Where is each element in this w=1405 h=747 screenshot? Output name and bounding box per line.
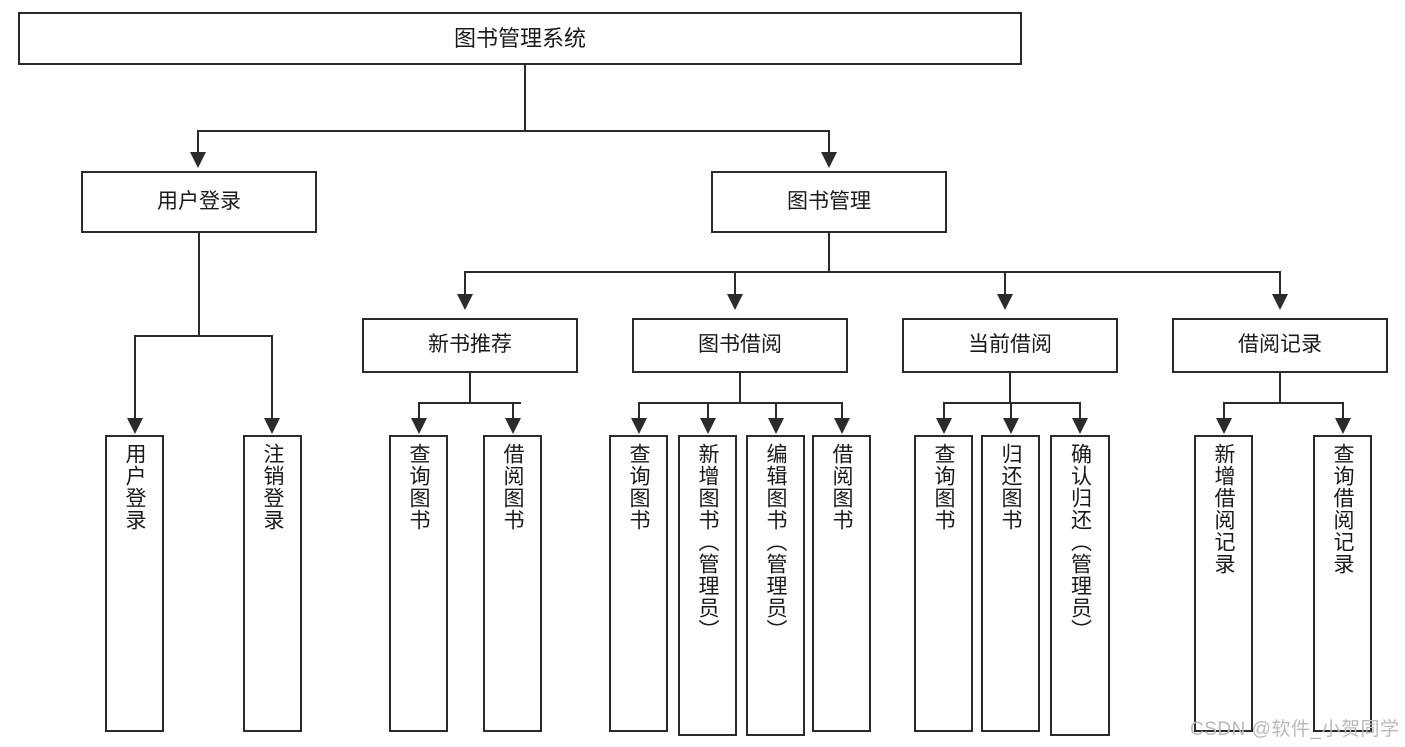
csdn-watermark: CSDN @软件_小贺同学 xyxy=(1190,719,1400,740)
connector-current-borrow-to-leaf-3 xyxy=(1079,402,1081,418)
node-label: 注销登录 xyxy=(261,443,284,531)
node-label: 图书管理 xyxy=(787,189,871,213)
connector-root-stem xyxy=(524,65,526,131)
node-leaf-add-borrow-record[interactable]: 新增借阅记录 xyxy=(1194,435,1253,732)
connector-bm-to-borrow-record xyxy=(1279,271,1281,294)
connector-user-login-bus xyxy=(134,335,272,337)
arrow-new-book-to-leaf-1 xyxy=(411,418,427,434)
arrow-book-borrow-to-leaf-2 xyxy=(700,418,716,434)
connector-new-book-stem xyxy=(469,373,471,403)
node-label: 查询图书 xyxy=(932,443,955,531)
connector-book-management-bus xyxy=(464,271,1280,273)
node-book-management[interactable]: 图书管理 xyxy=(711,171,947,233)
node-current-borrow[interactable]: 当前借阅 xyxy=(902,318,1118,373)
connector-borrow-record-to-leaf-1 xyxy=(1223,402,1225,418)
arrow-borrow-record-to-leaf-2 xyxy=(1335,418,1351,434)
arrow-root-to-book-management xyxy=(821,152,837,168)
node-leaf-borrow-book-2[interactable]: 借阅图书 xyxy=(812,435,871,732)
node-root-book-management-system[interactable]: 图书管理系统 xyxy=(18,12,1022,65)
node-label: 图书借阅 xyxy=(698,333,782,357)
node-label: 新增借阅记录 xyxy=(1212,443,1235,575)
connector-root-bus xyxy=(197,130,829,132)
connector-borrow-record-to-leaf-2 xyxy=(1342,402,1344,418)
node-label: 借阅图书 xyxy=(830,443,853,531)
connector-user-login-to-leaf-2 xyxy=(271,335,273,418)
node-book-borrow[interactable]: 图书借阅 xyxy=(632,318,848,373)
node-label: 新增图书（管理员） xyxy=(696,443,719,641)
node-label: 查询图书 xyxy=(627,443,650,531)
arrow-bm-to-current-borrow xyxy=(997,294,1013,310)
node-label: 新书推荐 xyxy=(428,333,512,357)
connector-current-borrow-to-leaf-2 xyxy=(1010,402,1012,418)
node-label: 查询借阅记录 xyxy=(1331,443,1354,575)
connector-book-borrow-stem xyxy=(739,373,741,403)
node-leaf-borrow-book-1[interactable]: 借阅图书 xyxy=(483,435,542,732)
node-borrow-record[interactable]: 借阅记录 xyxy=(1172,318,1388,373)
connector-book-management-stem xyxy=(828,233,830,272)
arrow-borrow-record-to-leaf-1 xyxy=(1216,418,1232,434)
connector-new-book-bus xyxy=(418,402,521,404)
connector-new-book-to-leaf-1 xyxy=(418,402,420,418)
node-leaf-return-book[interactable]: 归还图书 xyxy=(981,435,1040,732)
arrow-user-login-to-leaf-2 xyxy=(264,418,280,434)
node-label: 归还图书 xyxy=(999,443,1022,531)
arrow-book-borrow-to-leaf-3 xyxy=(768,418,784,434)
connector-book-borrow-to-leaf-1 xyxy=(638,402,640,418)
connector-borrow-record-bus xyxy=(1223,402,1343,404)
connector-current-borrow-to-leaf-1 xyxy=(943,402,945,418)
arrow-current-borrow-to-leaf-1 xyxy=(936,418,952,434)
node-leaf-query-book-1[interactable]: 查询图书 xyxy=(389,435,448,732)
node-leaf-edit-book-admin[interactable]: 编辑图书（管理员） xyxy=(746,435,805,736)
node-user-login[interactable]: 用户登录 xyxy=(81,171,317,233)
node-new-book-recommend[interactable]: 新书推荐 xyxy=(362,318,578,373)
node-label: 查询图书 xyxy=(407,443,430,531)
node-leaf-query-borrow-record[interactable]: 查询借阅记录 xyxy=(1313,435,1372,732)
node-leaf-user-login[interactable]: 用户登录 xyxy=(105,435,164,732)
node-label: 借阅记录 xyxy=(1238,333,1322,357)
node-label: 借阅图书 xyxy=(501,443,524,531)
connector-new-book-to-leaf-2 xyxy=(512,402,514,418)
node-label: 用户登录 xyxy=(157,189,241,213)
node-label: 编辑图书（管理员） xyxy=(764,443,787,641)
arrow-current-borrow-to-leaf-3 xyxy=(1072,418,1088,434)
connector-book-borrow-bus xyxy=(638,402,842,404)
connector-root-to-book-management xyxy=(828,130,830,152)
arrow-book-borrow-to-leaf-1 xyxy=(631,418,647,434)
arrow-bm-to-new-book xyxy=(457,294,473,310)
node-leaf-confirm-return-admin[interactable]: 确认归还（管理员） xyxy=(1050,435,1110,736)
node-leaf-add-book-admin[interactable]: 新增图书（管理员） xyxy=(678,435,737,736)
connector-bm-to-new-book xyxy=(464,271,466,294)
connector-root-to-user-login xyxy=(197,130,199,152)
node-label: 当前借阅 xyxy=(968,333,1052,357)
connector-book-borrow-to-leaf-3 xyxy=(775,402,777,418)
connector-bm-to-book-borrow xyxy=(734,271,736,294)
node-label: 图书管理系统 xyxy=(453,25,586,51)
node-label: 确认归还（管理员） xyxy=(1068,443,1092,641)
arrow-book-borrow-to-leaf-4 xyxy=(834,418,850,434)
connector-bm-to-current-borrow xyxy=(1004,271,1006,294)
connector-borrow-record-stem xyxy=(1279,373,1281,403)
arrow-current-borrow-to-leaf-2 xyxy=(1003,418,1019,434)
node-leaf-logout-login[interactable]: 注销登录 xyxy=(243,435,302,732)
node-leaf-query-book-3[interactable]: 查询图书 xyxy=(914,435,973,732)
connector-book-borrow-to-leaf-2 xyxy=(707,402,709,418)
arrow-bm-to-borrow-record xyxy=(1272,294,1288,310)
connector-book-borrow-to-leaf-4 xyxy=(841,402,843,418)
connector-current-borrow-stem xyxy=(1009,373,1011,403)
arrow-bm-to-book-borrow xyxy=(727,294,743,310)
arrow-new-book-to-leaf-2 xyxy=(505,418,521,434)
arrow-root-to-user-login xyxy=(190,152,206,168)
connector-user-login-to-leaf-1 xyxy=(134,335,136,418)
connector-user-login-stem xyxy=(198,233,200,336)
node-label: 用户登录 xyxy=(123,443,146,531)
node-leaf-query-book-2[interactable]: 查询图书 xyxy=(609,435,668,732)
arrow-user-login-to-leaf-1 xyxy=(127,418,143,434)
